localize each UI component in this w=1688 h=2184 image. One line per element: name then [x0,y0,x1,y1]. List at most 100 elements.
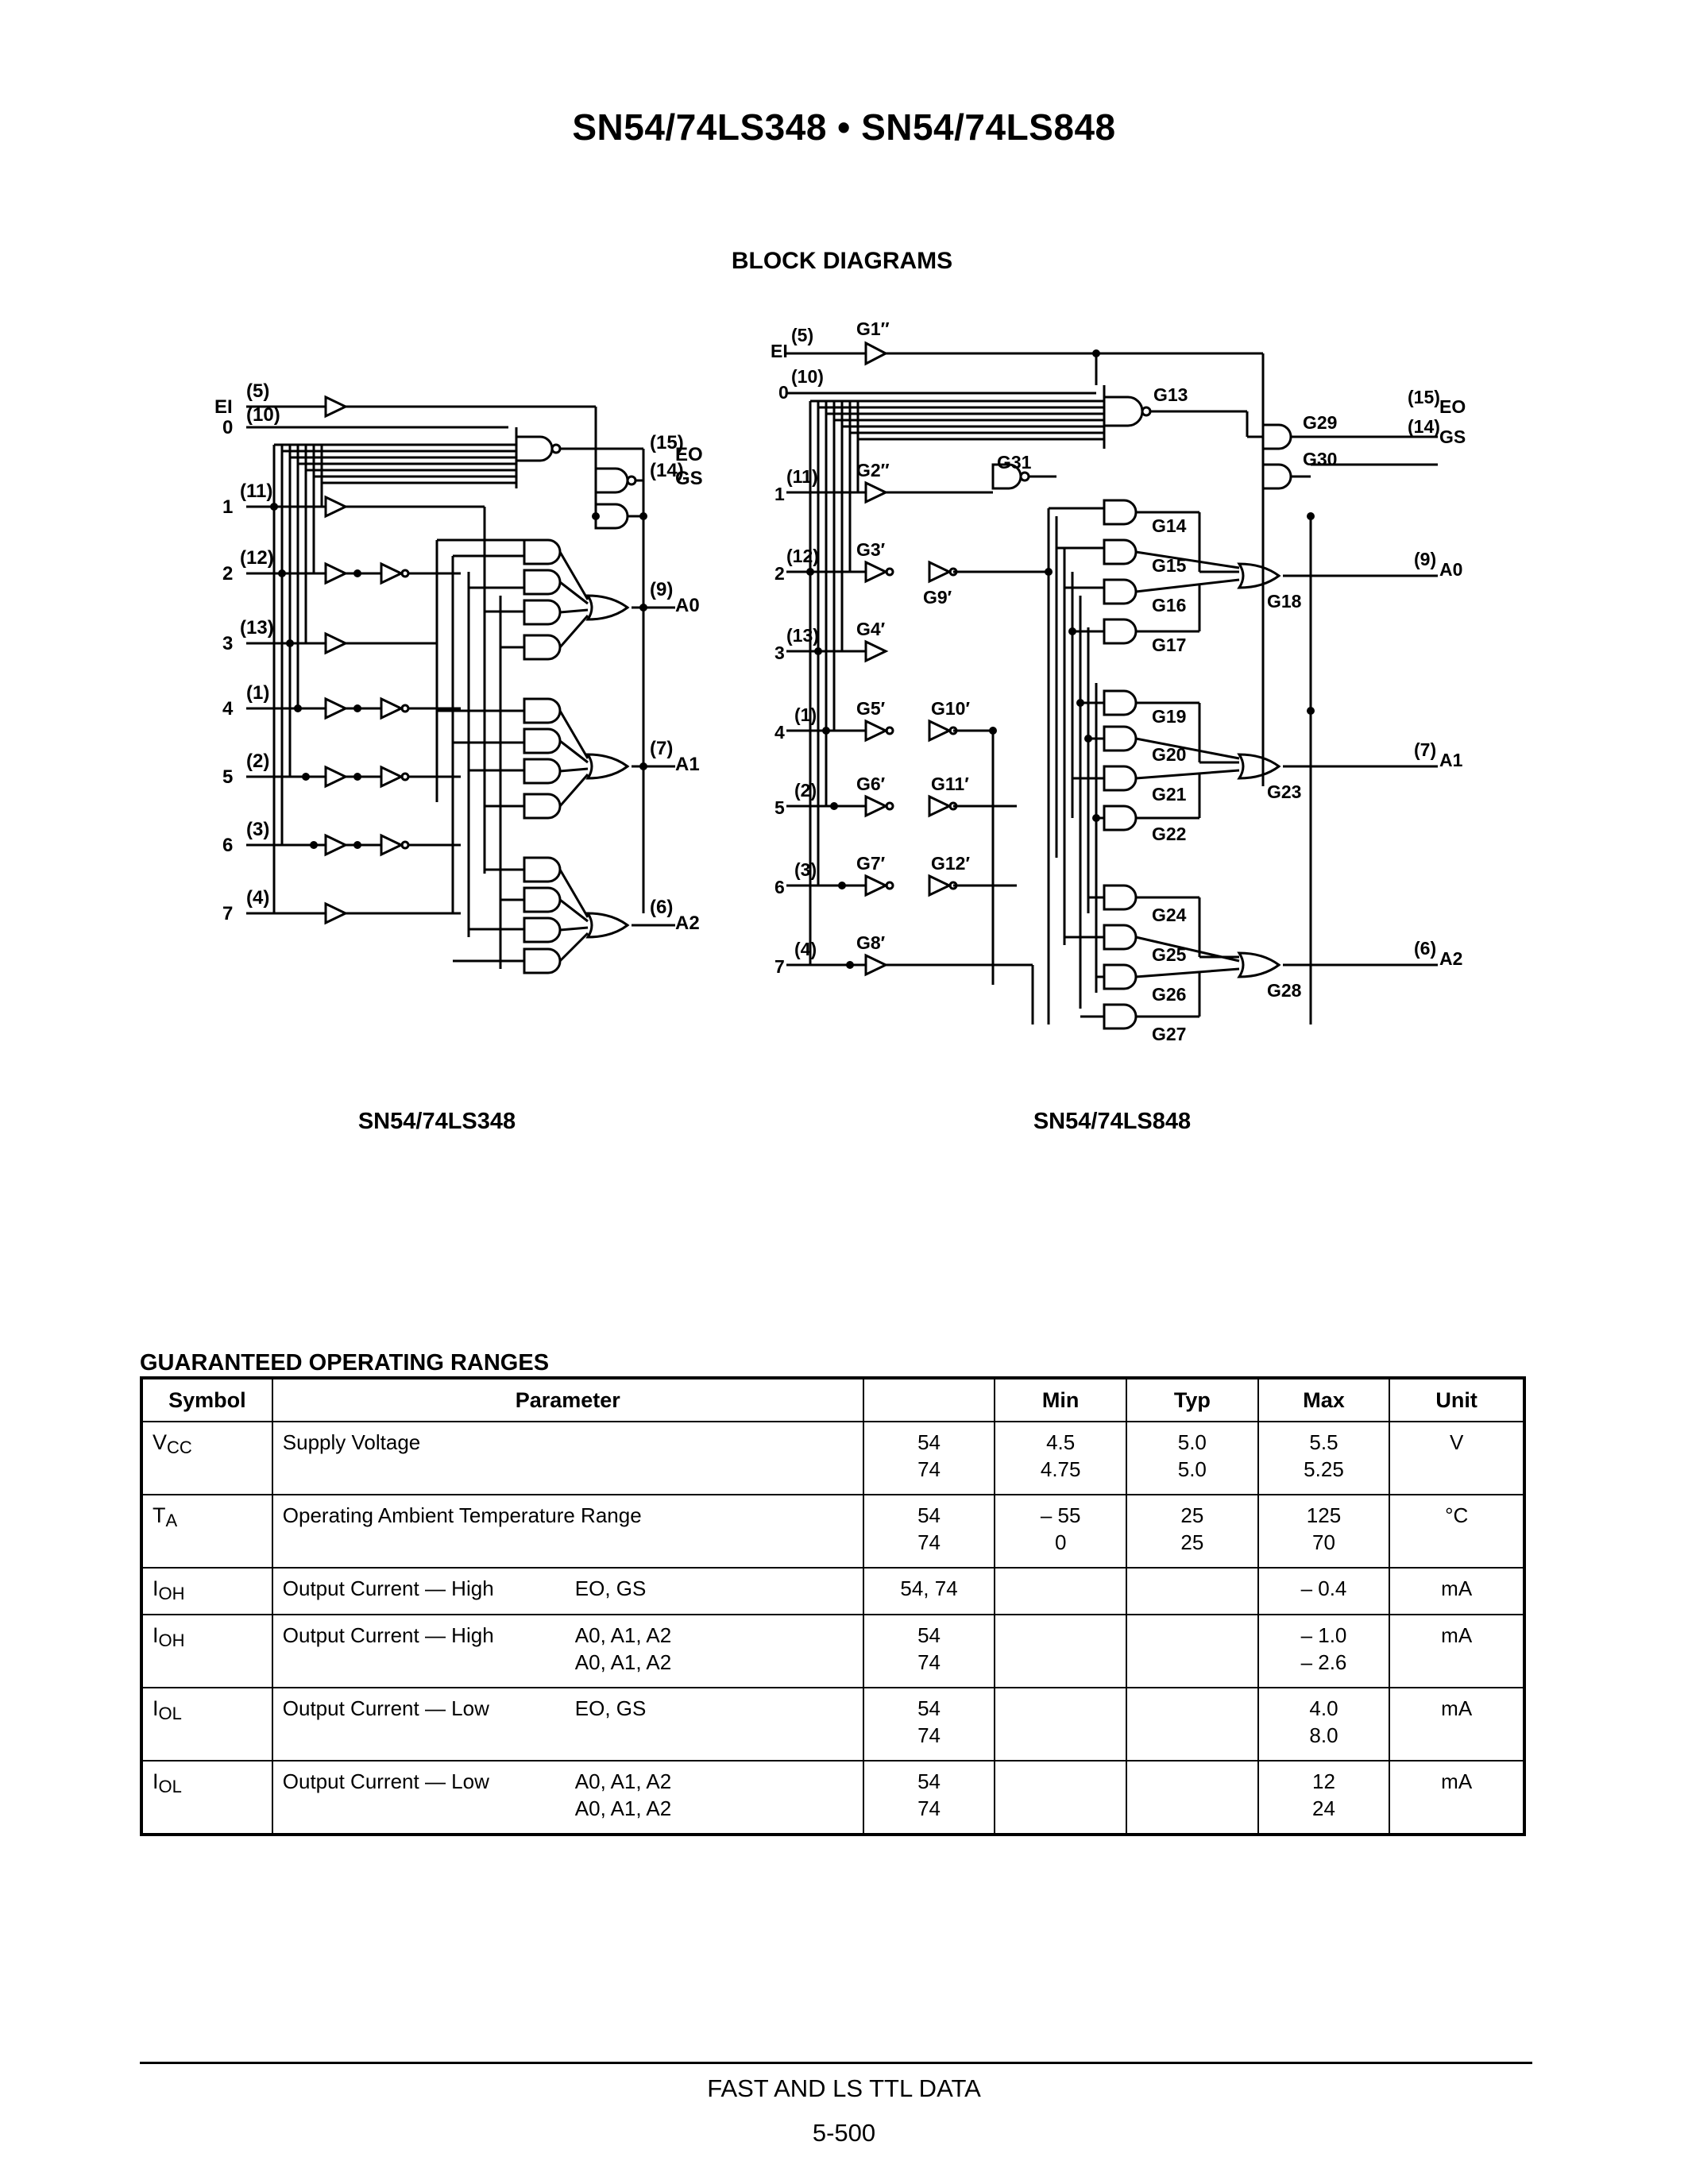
cell-typ [1126,1760,1259,1835]
ls848-input-1-label: 1 [774,484,785,504]
cell-dev: 54 74 [862,1421,996,1495]
cell-unit: mA [1389,1567,1525,1615]
ls348-input-3-pin: (13) [240,617,274,639]
cell-min [994,1687,1128,1761]
cell-parameter: Operating Ambient Temperature Range [271,1494,864,1569]
ls348-input-4-label: 4 [222,698,234,720]
cell-typ [1126,1567,1259,1615]
cell-symbol: IOH [141,1614,273,1688]
ls348-input-4-pin: (1) [246,682,269,704]
cell-symbol: TA [141,1494,273,1569]
ls848-gate-g28: G28 [1267,980,1302,1001]
ls348-output-a1-pin: (7) [650,738,673,759]
page-number: 5-500 [812,2119,876,2147]
ls848-output-a1-label: A1 [1439,750,1463,770]
header-device [862,1377,996,1422]
cell-parameter: Supply Voltage [271,1421,864,1495]
ls848-output-a2-pin: (6) [1414,938,1436,959]
ls848-gate-g27: G27 [1152,1024,1186,1044]
ls848-input-0-pin: (10) [791,366,824,387]
cell-dev: 54 74 [862,1760,996,1835]
ls848-input-1-pin: (11) [786,466,818,487]
ls848-gate-g30: G30 [1303,449,1337,469]
page-title: SN54/74LS348 • SN54/74LS848 [572,106,1116,148]
ls848-block-diagram: EI (5) 0 (10) 1 (11) 2 (12) 3 (13) 4 (1)… [771,318,1466,1044]
ls348-output-a1-label: A1 [675,754,700,775]
ls848-input-ei-label: EI [771,341,788,361]
cell-dev: 54 74 [862,1687,996,1761]
ls848-gate-g22: G22 [1152,824,1186,844]
ls848-output-a2-label: A2 [1439,948,1462,969]
ls848-diagram-label: SN54/74LS848 [1033,1109,1192,1134]
ls348-input-ei-label: EI [214,396,233,418]
ls848-gate-g20: G20 [1152,744,1186,765]
footer-rule [140,2062,1532,2064]
ls848-output-eo-pin: (15) [1408,387,1440,407]
ls848-gate-g29: G29 [1303,412,1337,433]
ls348-input-5-pin: (2) [246,751,269,772]
ls848-input-6-label: 6 [774,877,785,897]
ls348-output-a0-pin: (9) [650,579,673,600]
cell-max: – 1.0 – 2.6 [1257,1614,1391,1688]
header-symbol: Symbol [141,1377,273,1422]
ls848-gate-g11: G11′ [931,774,969,794]
ls848-output-gs-label: GS [1439,426,1466,447]
cell-unit: mA [1389,1614,1525,1688]
ls848-input-2-label: 2 [774,563,785,584]
ls848-gate-g15: G15 [1152,555,1187,576]
ls348-output-gs-label: GS [675,468,703,489]
cell-min [994,1567,1128,1615]
ls848-gate-g24: G24 [1152,905,1187,925]
ls848-input-7-label: 7 [774,956,785,977]
ls848-gate-g1: G1″ [856,318,890,339]
ls348-input-ei-pin: (5) [246,380,269,402]
ls348-output-eo-pin: (15) [650,432,684,453]
cell-dev: 54 74 [862,1614,996,1688]
ls348-input-0-label: 0 [222,417,233,438]
ls848-input-3-pin: (13) [786,625,819,646]
ls848-gate-g31: G31 [997,452,1032,473]
ls348-input-1-pin: (11) [240,480,272,502]
ls848-gate-g16: G16 [1152,595,1186,615]
cell-min: – 55 0 [994,1494,1128,1569]
ls848-input-2-pin: (12) [786,546,819,566]
cell-typ: 5.0 5.0 [1126,1421,1259,1495]
cell-max: – 0.4 [1257,1567,1391,1615]
cell-unit: V [1389,1421,1525,1495]
ls848-output-a0-label: A0 [1439,559,1462,580]
ls848-input-ei-pin: (5) [791,325,813,345]
ls848-input-5-label: 5 [774,797,785,818]
ls848-gate-g12: G12′ [931,853,970,874]
cell-max: 12 24 [1257,1760,1391,1835]
ls348-input-6-pin: (3) [246,819,269,840]
block-diagrams-title: BLOCK DIAGRAMS [731,248,953,274]
cell-max: 125 70 [1257,1494,1391,1569]
header-min: Min [994,1377,1128,1422]
ls348-diagram-label: SN54/74LS348 [357,1109,516,1134]
ls848-gate-g21: G21 [1152,784,1187,805]
cell-dev: 54 74 [862,1494,996,1569]
operating-ranges-title: GUARANTEED OPERATING RANGES [140,1350,550,1376]
ls848-output-gs-pin: (14) [1408,416,1440,437]
ls848-gate-g2: G2″ [856,460,890,480]
ls848-output-a0-pin: (9) [1414,549,1436,569]
cell-symbol: IOH [141,1567,273,1615]
cell-typ [1126,1614,1259,1688]
ls348-output-a2-label: A2 [675,913,700,934]
ls848-gate-g13: G13 [1153,384,1188,405]
cell-max: 5.5 5.25 [1257,1421,1391,1495]
ls348-input-3-label: 3 [222,633,233,654]
cell-symbol: VCC [141,1421,273,1495]
ls348-output-gs-pin: (14) [650,460,684,481]
ls848-gate-g3: G3′ [856,539,886,560]
cell-symbol: IOL [141,1687,273,1761]
ls348-input-7-pin: (4) [246,887,269,909]
ls348-block-diagram: EI (5) 0 (10) 1 (11) 2 (12) 3 (13) 4 (1)… [214,380,703,974]
